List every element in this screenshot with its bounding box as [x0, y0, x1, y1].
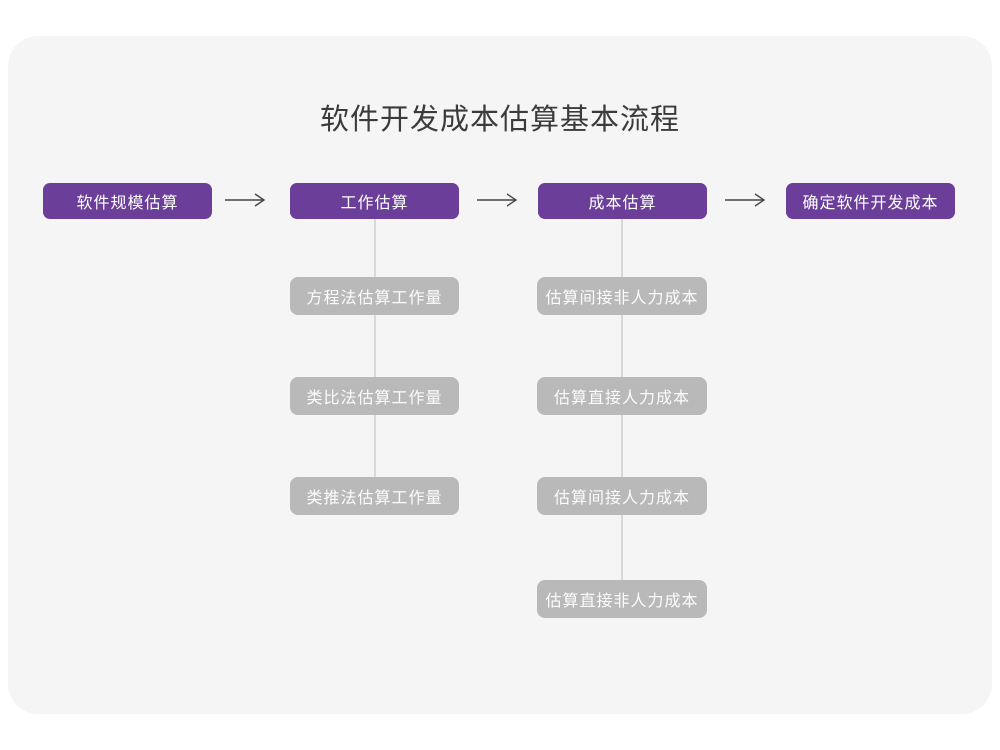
substep-label: 估算间接人力成本	[553, 490, 690, 507]
substep-direct-labor-cost: 估算直接人力成本	[537, 377, 707, 415]
connector-line-work-estimation	[374, 219, 376, 496]
substep-analogy-method: 类比法估算工作量	[290, 377, 459, 415]
step-software-scale-estimation: 软件规模估算	[43, 183, 212, 219]
step-label: 成本估算	[588, 195, 657, 212]
substep-indirect-labor-cost: 估算间接人力成本	[537, 477, 707, 515]
step-label: 软件规模估算	[76, 195, 179, 212]
substep-label: 方程法估算工作量	[306, 290, 443, 307]
substep-label: 类推法估算工作量	[306, 490, 443, 507]
right-arrow-icon	[725, 193, 766, 207]
right-arrow-icon	[225, 193, 266, 207]
substep-extrapolation-method: 类推法估算工作量	[290, 477, 459, 515]
step-cost-estimation: 成本估算	[538, 183, 707, 219]
right-arrow-icon	[477, 193, 518, 207]
step-determine-dev-cost: 确定软件开发成本	[786, 183, 955, 219]
substep-equation-method: 方程法估算工作量	[290, 277, 459, 315]
substep-indirect-nonlabor-cost: 估算间接非人力成本	[537, 277, 707, 315]
substep-label: 估算间接非人力成本	[545, 290, 699, 307]
diagram-title: 软件开发成本估算基本流程	[319, 104, 680, 136]
substep-direct-nonlabor-cost: 估算直接非人力成本	[537, 580, 707, 618]
diagram-card-background	[8, 36, 992, 714]
substep-label: 估算直接人力成本	[553, 390, 690, 407]
substep-label: 估算直接非人力成本	[545, 593, 699, 610]
step-label: 工作估算	[340, 195, 409, 212]
step-label: 确定软件开发成本	[802, 195, 939, 212]
step-work-estimation: 工作估算	[290, 183, 459, 219]
substep-label: 类比法估算工作量	[306, 390, 443, 407]
